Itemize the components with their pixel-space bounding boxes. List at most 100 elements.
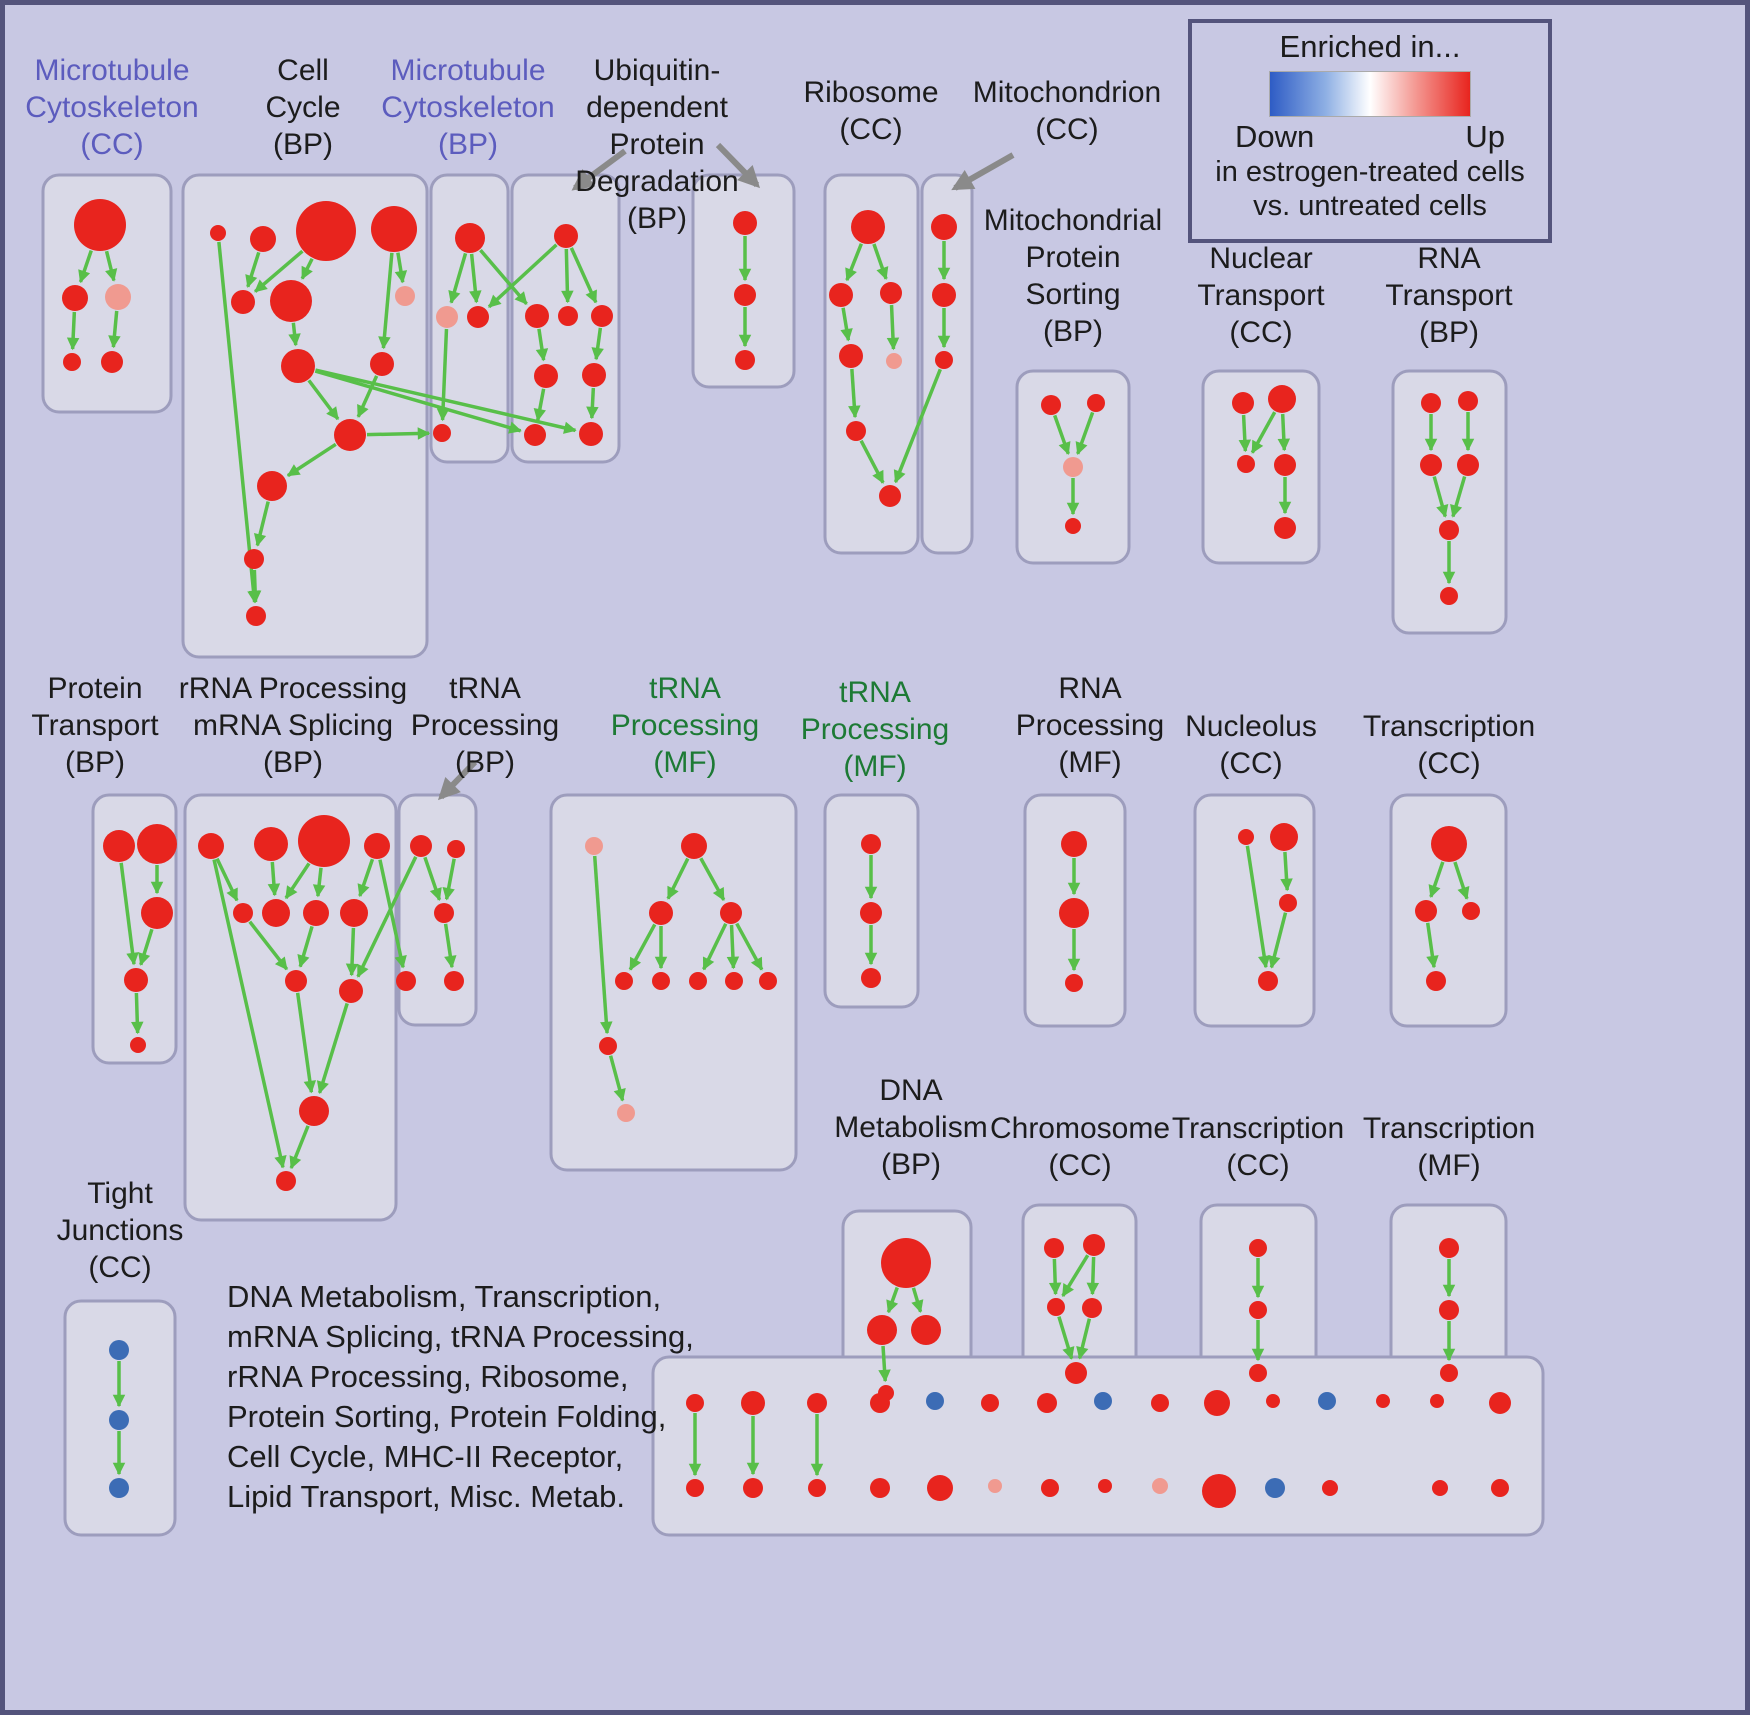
go-term-node-red bbox=[733, 211, 757, 235]
go-term-node-red bbox=[233, 903, 253, 923]
cluster-box bbox=[823, 793, 920, 1009]
go-term-node-red bbox=[881, 1238, 931, 1288]
go-term-node-red bbox=[141, 897, 173, 929]
relation-arrow bbox=[479, 248, 528, 306]
relation-arrow bbox=[848, 368, 861, 419]
go-term-node-red bbox=[911, 1315, 941, 1345]
label-transcription-cc-bottom: Transcription(CC) bbox=[1172, 1112, 1344, 1182]
go-term-node-red bbox=[525, 304, 549, 328]
go-term-node-red bbox=[1258, 971, 1278, 991]
label-ribosome-cc: Ribosome(CC) bbox=[803, 76, 938, 146]
go-term-node-red bbox=[935, 351, 953, 369]
go-term-node-red bbox=[103, 830, 135, 862]
cluster-box bbox=[1391, 369, 1508, 635]
relation-arrow bbox=[845, 243, 863, 282]
relation-arrow bbox=[1277, 413, 1291, 452]
go-term-node-red bbox=[1440, 1364, 1458, 1382]
relation-arrow bbox=[591, 327, 604, 361]
go-term-node-red bbox=[62, 285, 88, 311]
legend-down-label: Down bbox=[1235, 119, 1315, 154]
relation-arrow bbox=[1057, 1316, 1075, 1360]
go-term-node-pink bbox=[617, 1104, 635, 1122]
go-term-node-red bbox=[101, 351, 123, 373]
go-term-node-pink bbox=[105, 284, 131, 310]
label-chromosome-cc: Chromosome(CC) bbox=[990, 1112, 1170, 1182]
go-term-node-red bbox=[1376, 1394, 1390, 1408]
go-term-node-red bbox=[340, 899, 368, 927]
go-term-node-red bbox=[579, 422, 603, 446]
relation-arrow bbox=[872, 243, 889, 281]
relation-arrow bbox=[254, 249, 304, 293]
go-term-node-red bbox=[130, 1037, 146, 1053]
go-term-node-red bbox=[246, 606, 266, 626]
go-term-node-red bbox=[1083, 1234, 1105, 1256]
go-term-node-red bbox=[396, 971, 416, 991]
go-term-node-red bbox=[1061, 831, 1087, 857]
relation-arrow bbox=[535, 328, 549, 362]
go-term-node-red bbox=[198, 833, 224, 859]
cluster-box bbox=[183, 793, 398, 1222]
go-term-node-red bbox=[1432, 1480, 1448, 1496]
go-term-node-pink bbox=[886, 353, 902, 369]
go-term-node-red bbox=[1238, 829, 1254, 845]
relation-arrow bbox=[1450, 476, 1467, 518]
go-term-node-red bbox=[1204, 1390, 1230, 1416]
go-term-node-blue bbox=[109, 1340, 129, 1360]
go-term-node-red bbox=[1274, 517, 1296, 539]
relation-arrow bbox=[284, 862, 311, 900]
go-term-node-red bbox=[741, 1391, 765, 1415]
go-term-node-red bbox=[829, 283, 853, 307]
relation-arrow bbox=[608, 1055, 626, 1102]
relation-arrow bbox=[217, 241, 260, 604]
relation-arrow bbox=[1048, 1258, 1062, 1296]
relation-arrow bbox=[1245, 845, 1271, 969]
go-term-node-red bbox=[1041, 1479, 1059, 1497]
go-term-node-red bbox=[371, 206, 417, 252]
go-term-node-red bbox=[743, 1478, 763, 1498]
relation-arrow bbox=[735, 922, 764, 971]
relation-arrow bbox=[436, 328, 450, 422]
cluster-box bbox=[549, 793, 798, 1172]
relation-arrow bbox=[1268, 912, 1288, 969]
label-callout-arrow bbox=[437, 759, 478, 801]
relation-arrow bbox=[253, 501, 270, 547]
relation-arrow bbox=[1280, 851, 1293, 892]
go-term-node-red bbox=[759, 972, 777, 990]
go-term-node-pink bbox=[395, 286, 415, 306]
go-term-node-red bbox=[1151, 1394, 1169, 1412]
go-term-node-red bbox=[1489, 1392, 1511, 1414]
relation-arrow bbox=[859, 439, 885, 484]
cluster-box bbox=[1201, 369, 1321, 565]
go-term-node-red bbox=[807, 1393, 827, 1413]
relation-arrow bbox=[314, 369, 522, 434]
go-term-node-pink bbox=[988, 1479, 1002, 1493]
relation-arrow bbox=[878, 1345, 891, 1383]
label-mitochondrion-cc: Mitochondrion(CC) bbox=[973, 76, 1161, 146]
relation-arrow bbox=[307, 379, 340, 421]
go-term-node-red bbox=[1087, 394, 1105, 412]
relation-arrow bbox=[78, 249, 93, 284]
relation-arrow bbox=[104, 250, 118, 282]
label-callout-arrow bbox=[951, 152, 1015, 191]
relation-arrow bbox=[840, 307, 853, 342]
relation-arrow bbox=[628, 923, 657, 971]
relation-arrow bbox=[286, 442, 337, 478]
relation-arrow bbox=[248, 920, 289, 971]
relation-arrow bbox=[442, 858, 456, 901]
go-term-node-pink bbox=[1152, 1478, 1168, 1494]
go-term-node-red bbox=[444, 971, 464, 991]
go-term-node-red bbox=[720, 902, 742, 924]
go-term-node-red bbox=[1268, 385, 1296, 413]
relation-arrow bbox=[295, 992, 317, 1094]
go-term-node-red bbox=[410, 835, 432, 857]
go-term-node-pink bbox=[436, 306, 458, 328]
